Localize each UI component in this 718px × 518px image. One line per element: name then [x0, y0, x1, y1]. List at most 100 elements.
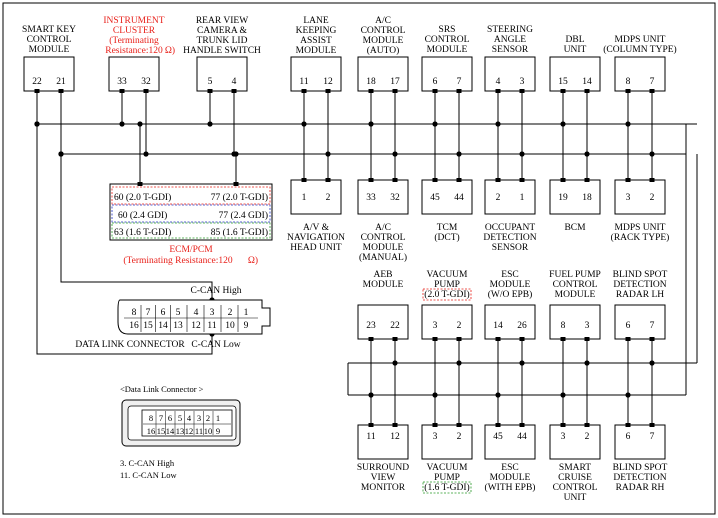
cluster-label-2: (Terminating	[109, 35, 159, 46]
vac-terminal-right	[456, 337, 462, 341]
lka-pin-right: 12	[323, 77, 333, 87]
ods-terminal-right	[519, 178, 525, 182]
dbl-terminal-right	[584, 89, 590, 93]
vac-sub-frame	[422, 288, 472, 301]
mdps_rack-terminal-right	[649, 178, 655, 182]
rvc-terminal-left	[207, 89, 213, 93]
mdps_col-label-1: (COLUMN TYPE)	[603, 44, 676, 55]
aeb-pin-left: 23	[366, 321, 376, 331]
cluster-label-0: INSTRUMENT	[103, 16, 164, 26]
sas-pin-left: 4	[496, 77, 501, 87]
bsd_lh-label-2: RADAR LH	[616, 290, 664, 300]
dbl-pin-right: 14	[582, 77, 592, 87]
legend-pin-block	[141, 409, 233, 437]
smk-connector: 22 21	[23, 56, 75, 92]
rvc-label-0: REAR VIEW	[196, 16, 248, 26]
dbl-label-0: DBL	[566, 35, 585, 45]
avn-pin-left: 1	[302, 193, 307, 203]
legend-top-pin-8: 8	[149, 413, 153, 423]
dlc-bottom-pin-16: 16	[129, 321, 139, 331]
ac-label-0: A/C	[375, 16, 391, 26]
ecm-row-left-1: 60 (2.4 GDI)	[118, 210, 167, 221]
vac-pin-left: 3	[433, 321, 438, 331]
bcm-pin-left: 19	[558, 193, 568, 203]
fuel-terminal-left	[560, 337, 566, 341]
rvc-terminal-right	[231, 89, 237, 93]
esc_w-pin-left: 45	[493, 432, 503, 442]
ac-label-3: (AUTO)	[367, 45, 400, 56]
aeb-label-0: AEB	[374, 270, 393, 280]
esc_wo-label-1: MODULE	[490, 280, 531, 290]
bsd_rh-terminal-left	[625, 423, 631, 427]
ac-terminal-right	[392, 89, 398, 93]
scc-label-1: CRUISE	[558, 473, 592, 483]
smk-pin-right: 21	[56, 77, 66, 87]
tcm-box	[421, 179, 473, 215]
vac-pin-right: 2	[457, 321, 462, 331]
smk-terminal-right	[58, 89, 64, 93]
ecm-dot-high	[137, 121, 143, 127]
dlc-top-pin-4: 4	[194, 308, 199, 318]
cluster-label-1: CLUSTER	[113, 26, 156, 36]
dlc-shell	[117, 299, 271, 335]
bsd_rh-terminal-right	[649, 423, 655, 427]
ac-label-2: MODULE	[363, 36, 404, 46]
smk-pin-left: 22	[32, 77, 42, 87]
lka-pin-left: 11	[299, 77, 308, 87]
vac16-sub: (1.6 T-GDI)	[424, 482, 469, 493]
dlc-bottom-pin-9: 9	[244, 321, 249, 331]
esc_wo-terminal-right	[519, 337, 525, 341]
mdps_rack-label-1: (RACK TYPE)	[611, 232, 670, 243]
dlc-high-wire	[60, 154, 213, 300]
srs-pin-right: 7	[457, 77, 462, 87]
vac16-terminal-right	[456, 423, 462, 427]
avn-box	[290, 179, 342, 215]
scc-terminal-right	[584, 423, 590, 427]
dlc-low-bus-dot	[34, 121, 40, 127]
cluster-pin-right: 32	[141, 77, 151, 87]
bsd_rh-label-2: RADAR RH	[616, 483, 665, 493]
legend-bottom-pin-11: 11	[195, 426, 203, 436]
fuel-pin-left: 8	[561, 321, 566, 331]
avn-terminal-left	[301, 178, 307, 182]
legend-top-pin-1: 1	[216, 413, 220, 423]
ac-box	[357, 56, 409, 92]
dlc-top-pin-3: 3	[210, 308, 215, 318]
mdps_rack-terminal-left	[625, 178, 631, 182]
svm-label-2: MONITOR	[361, 483, 406, 493]
lka-label-1: KEEPING	[296, 26, 337, 36]
ecm-box	[109, 183, 273, 241]
bsd_lh-terminal-left	[625, 337, 631, 341]
aeb-box	[357, 304, 409, 340]
ods-pin-left: 2	[496, 193, 501, 203]
mdps_rack-box	[614, 179, 666, 215]
dlc-bottom-pin-14: 14	[158, 321, 168, 331]
vac16-label-0: VACUUM	[426, 463, 468, 473]
bsd_rh-label-1: DETECTION	[613, 473, 666, 483]
scc-label-2: CONTROL	[553, 483, 598, 493]
rvc-label-2: TRUNK LID	[197, 36, 248, 46]
fuel-box	[549, 304, 601, 340]
esc_wo-label-2: (W/O EPB)	[488, 289, 533, 300]
dlc-low-wire	[36, 124, 213, 355]
dlc-top-pin-5: 5	[176, 308, 181, 318]
ac_man-terminal-left	[368, 178, 374, 182]
tcm-terminal-right	[456, 178, 462, 182]
sas-terminal-left	[495, 89, 501, 93]
svm-pin-left: 11	[366, 432, 375, 442]
sas-pin-right: 3	[520, 77, 525, 87]
ecm-row-left-2: 63 (1.6 T-GDI)	[114, 227, 171, 238]
mdps_rack-pin-right: 2	[650, 193, 655, 203]
fuel-label-1: CONTROL	[553, 280, 598, 290]
vac16-pin-left: 3	[433, 432, 438, 442]
